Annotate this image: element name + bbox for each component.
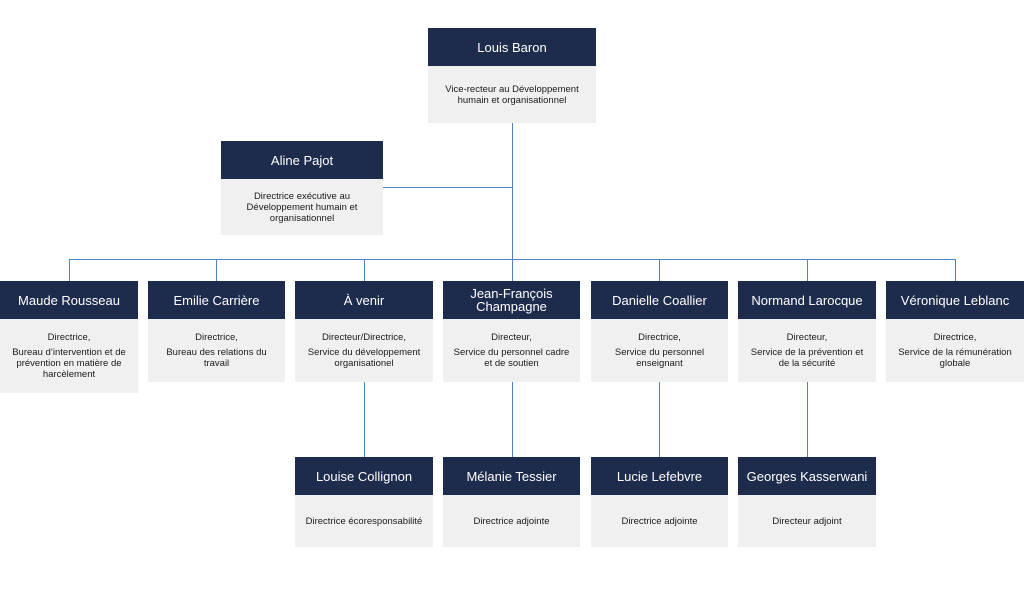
card-unit-line: Bureau des relations du <box>166 347 267 358</box>
org-card-director: Véronique Leblanc Directrice, Service de… <box>886 281 1024 382</box>
card-name: Normand Larocque <box>738 281 876 319</box>
card-name: Louis Baron <box>428 28 596 66</box>
card-name: À venir <box>295 281 433 319</box>
org-card-director: À venir Directeur/Directrice, Service du… <box>295 281 433 382</box>
card-role: Directrice, <box>638 332 681 343</box>
card-name: Jean-François Champagne <box>443 281 580 319</box>
card-name: Maude Rousseau <box>0 281 138 319</box>
org-card-director: Maude Rousseau Directrice, Bureau d’inte… <box>0 281 138 393</box>
card-name: Véronique Leblanc <box>886 281 1024 319</box>
card-name: Lucie Lefebvre <box>591 457 728 495</box>
card-role: Directrice, <box>933 332 977 343</box>
card-unit-line: prévention en matière de <box>16 358 122 369</box>
connector-director-4 <box>512 259 513 281</box>
connector-director-6 <box>807 259 808 281</box>
card-unit-line: Service de la prévention et <box>750 347 864 358</box>
card-title-line: Directrice exécutive au <box>253 190 351 202</box>
card-title: Directrice écoresponsabilité <box>295 495 433 547</box>
card-unit-line: Service du développement <box>307 347 421 358</box>
org-card-director: Normand Larocque Directeur, Service de l… <box>738 281 876 382</box>
card-unit-line: travail <box>203 358 230 369</box>
connector-director-7 <box>955 259 956 281</box>
card-name-line: Jean-François <box>470 286 553 301</box>
card-title-line: Vice-recteur au Développement <box>445 83 579 95</box>
card-name-line: Champagne <box>476 299 547 314</box>
card-name: Mélanie Tessier <box>443 457 580 495</box>
org-card-assistant: Georges Kasserwani Directeur adjoint <box>738 457 876 547</box>
org-card-assistant: Louise Collignon Directrice écoresponsab… <box>295 457 433 547</box>
card-title: Directrice adjointe <box>591 495 728 547</box>
connector-assistant-3 <box>659 382 660 457</box>
card-unit-line: Bureau d’intervention et de <box>12 347 126 358</box>
connector-trunk <box>512 123 513 260</box>
card-name: Louise Collignon <box>295 457 433 495</box>
org-card-assistant: Lucie Lefebvre Directrice adjointe <box>591 457 728 547</box>
card-role: Directeur, <box>491 332 532 343</box>
connector-director-1 <box>69 259 70 281</box>
connector-assistant-2 <box>512 382 513 457</box>
card-unit-line: harcèlement <box>42 369 96 380</box>
card-unit-line: organisationel <box>334 358 394 369</box>
card-title: Directrice adjointe <box>443 495 580 547</box>
connector-director-2 <box>216 259 217 281</box>
card-title-line: organisationnel <box>269 212 335 224</box>
org-card-assistant: Mélanie Tessier Directrice adjointe <box>443 457 580 547</box>
card-title: Directeur adjoint <box>738 495 876 547</box>
card-role: Directeur, <box>786 332 828 343</box>
card-role: Directrice, <box>195 332 238 343</box>
card-title-line: humain et organisationnel <box>457 94 567 106</box>
org-card-director: Danielle Coallier Directrice, Service du… <box>591 281 728 382</box>
connector-assistant-4 <box>807 382 808 457</box>
card-name: Emilie Carrière <box>148 281 285 319</box>
card-unit-line: Service de la rémunération <box>898 347 1012 358</box>
card-role: Directeur/Directrice, <box>322 332 406 343</box>
connector-director-3 <box>364 259 365 281</box>
card-name: Danielle Coallier <box>591 281 728 319</box>
card-name: Aline Pajot <box>221 141 383 179</box>
card-unit-line: Service du personnel <box>614 347 705 358</box>
org-card-director: Emilie Carrière Directrice, Bureau des r… <box>148 281 285 382</box>
card-name: Georges Kasserwani <box>738 457 876 495</box>
card-unit-line: enseignant <box>636 358 683 369</box>
card-unit-line: et de soutien <box>484 358 539 369</box>
connector-assistant-1 <box>364 382 365 457</box>
connector-director-5 <box>659 259 660 281</box>
org-card-top: Louis Baron Vice-recteur au Développemen… <box>428 28 596 123</box>
card-unit-line: globale <box>939 358 971 369</box>
org-card-director: Jean-François Champagne Directeur, Servi… <box>443 281 580 382</box>
org-card-executive: Aline Pajot Directrice exécutive au Déve… <box>221 141 383 235</box>
connector-executive <box>382 187 513 188</box>
card-role: Directrice, <box>47 332 91 343</box>
card-title-line: Développement humain et <box>246 201 358 213</box>
card-unit-line: de la sécurité <box>778 358 836 369</box>
card-unit-line: Service du personnel cadre <box>453 347 570 358</box>
